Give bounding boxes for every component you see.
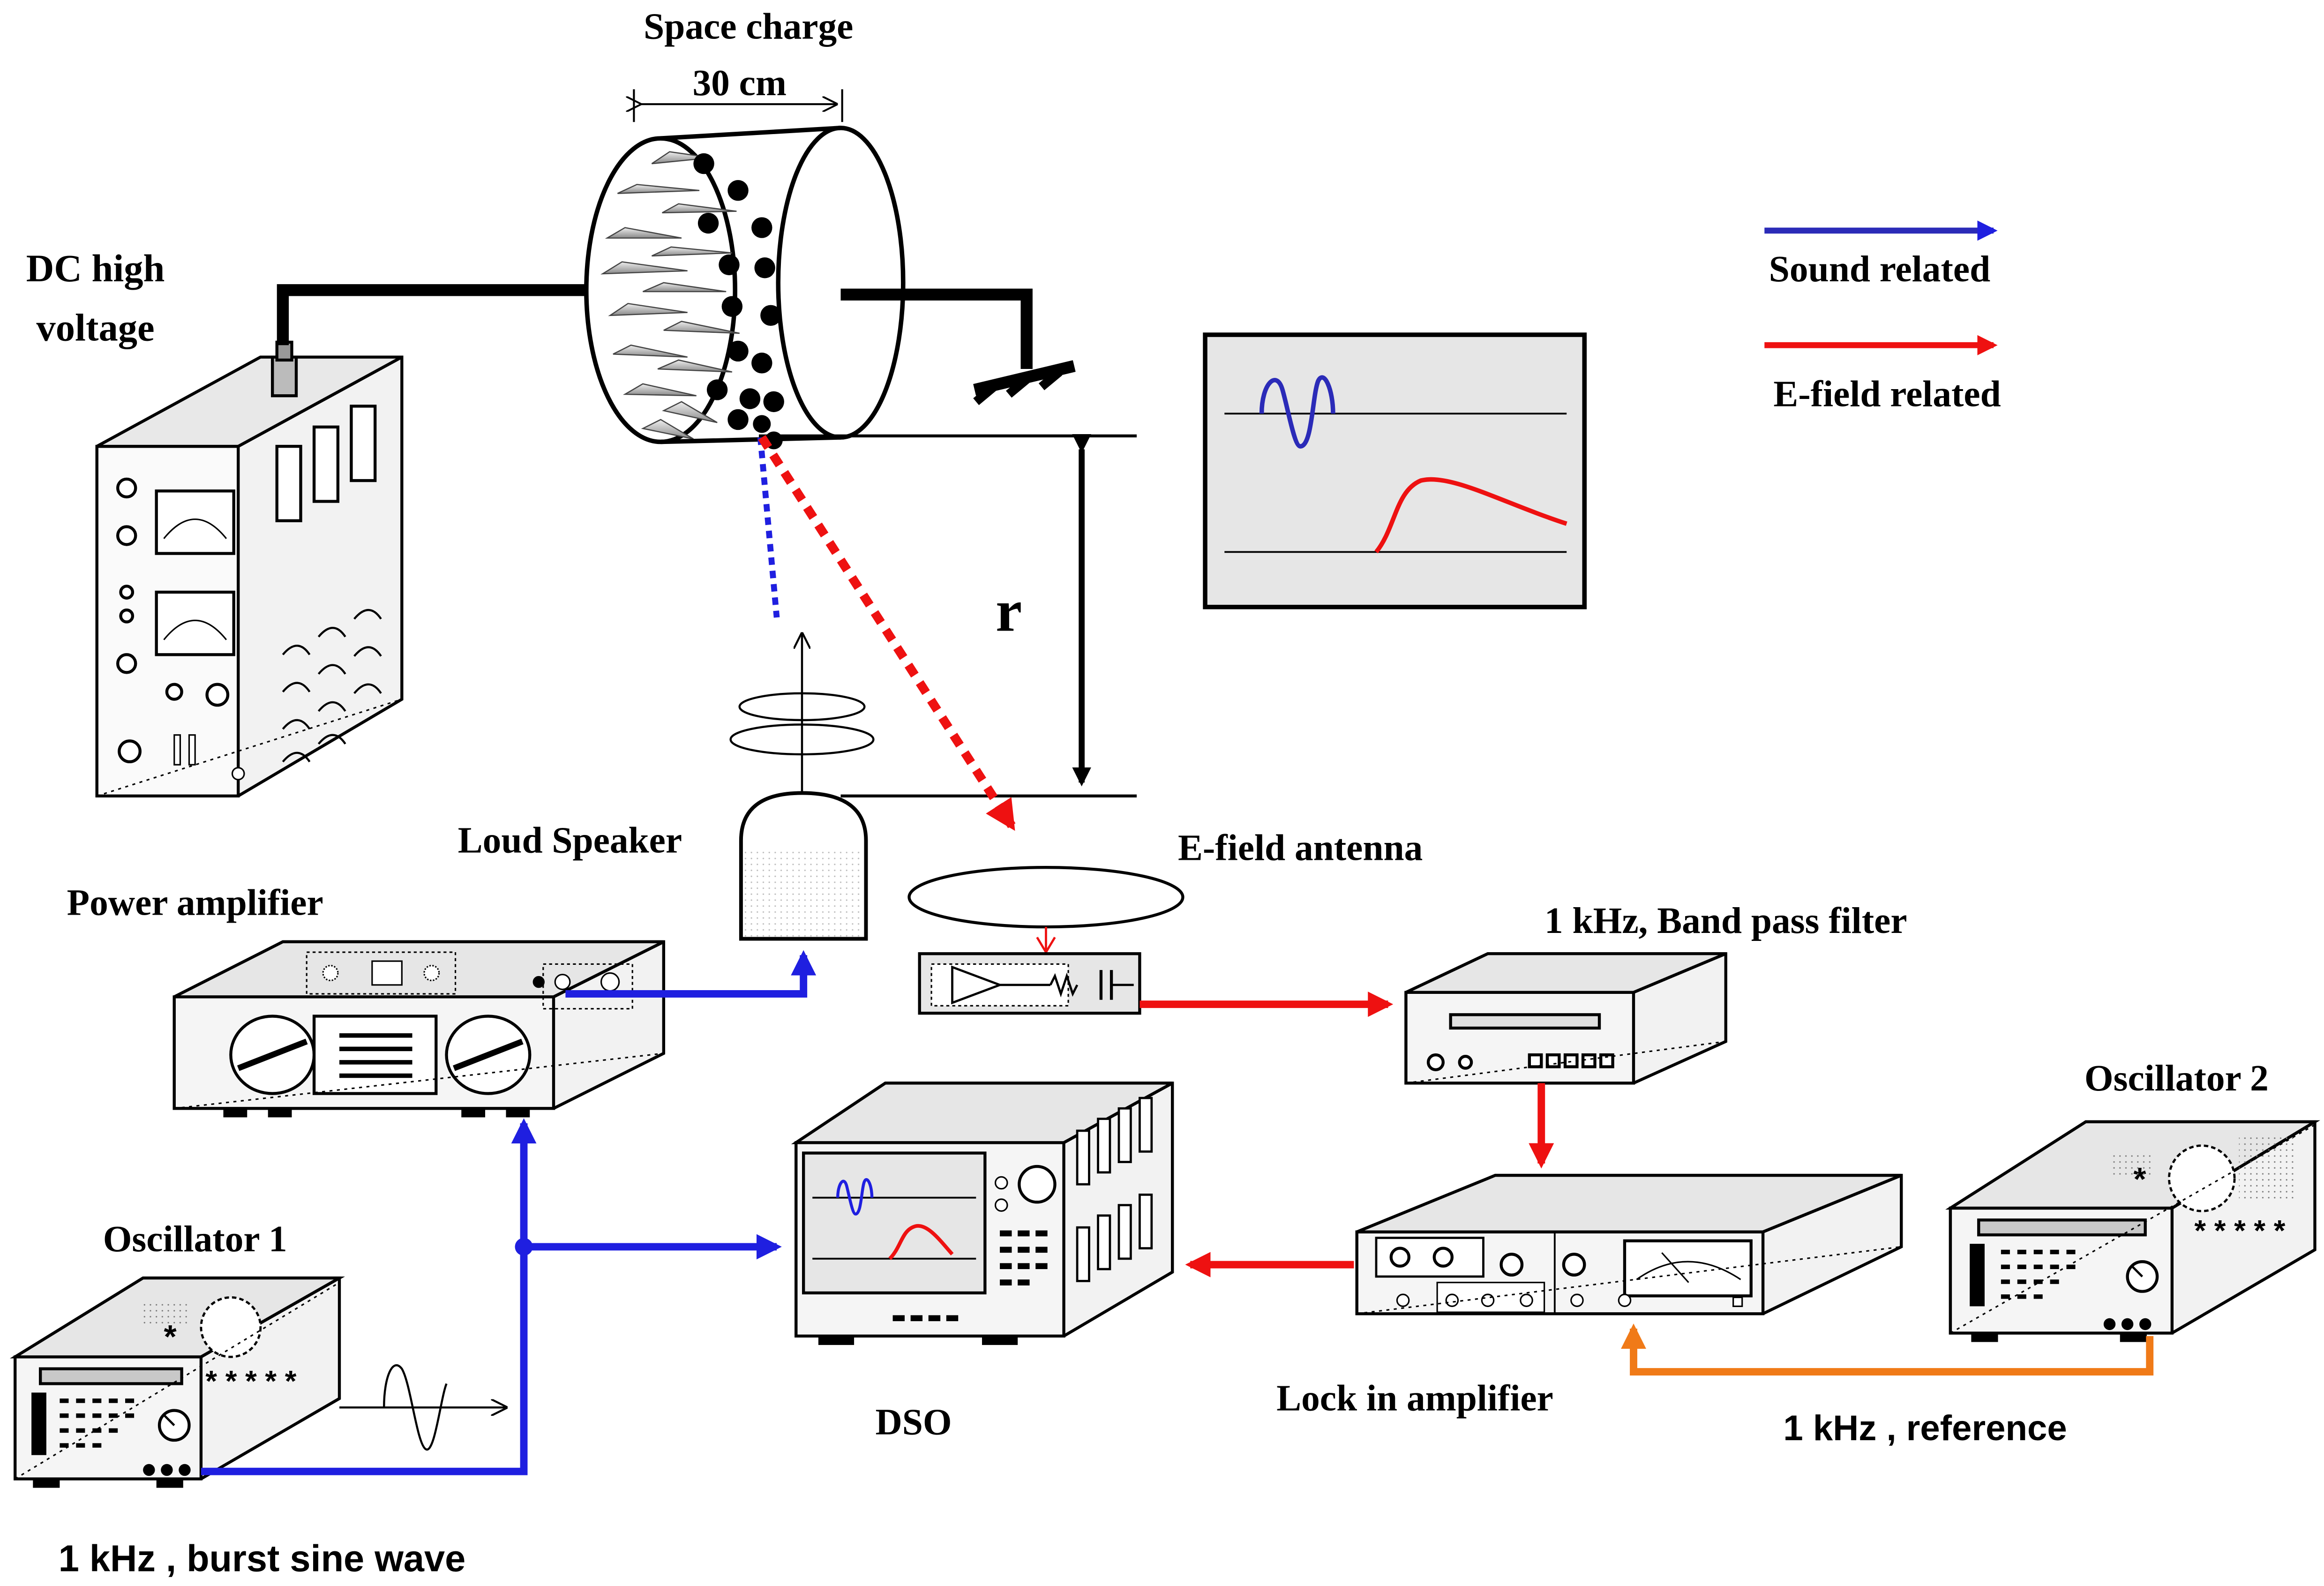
dc-label-line1: DC high xyxy=(26,247,165,290)
dso-label: DSO xyxy=(875,1401,952,1443)
sound-wave-icon xyxy=(729,634,875,796)
e-field-antenna-label: E-field antenna xyxy=(1178,827,1423,868)
e-field-antenna-icon xyxy=(907,866,1184,1015)
reference-label: 1 kHz , reference xyxy=(1783,1408,2067,1448)
width-dimension xyxy=(634,89,843,122)
corona-electrode-icon xyxy=(584,126,906,450)
legend-sound-label: Sound related xyxy=(1769,248,1990,290)
hv-cable xyxy=(277,284,633,346)
band-pass-filter-icon xyxy=(1404,952,1727,1085)
oscillator-1-icon: * * * * * * xyxy=(9,1276,345,1488)
loud-speaker-label: Loud Speaker xyxy=(458,819,682,861)
band-pass-filter-label: 1 kHz, Band pass filter xyxy=(1544,900,1907,941)
svg-text:*: * xyxy=(164,1318,177,1355)
oscillator-2-icon: * * * * * * xyxy=(1945,1120,2320,1342)
efield-waveform xyxy=(1374,477,1567,554)
oscilloscope-icon xyxy=(791,1082,1174,1345)
ground-icon xyxy=(840,288,1076,406)
distance-r-marker xyxy=(758,434,1137,798)
distance-r-label: r xyxy=(996,579,1022,644)
power-amplifier-label: Power amplifier xyxy=(67,882,323,924)
oscillator-1-label: Oscillator 1 xyxy=(103,1218,287,1260)
burst-sine-icon xyxy=(339,1364,506,1451)
loud-speaker-icon xyxy=(739,791,868,941)
wire-reference xyxy=(1621,1323,2154,1376)
power-amplifier-icon xyxy=(172,940,666,1118)
dc-high-voltage-supply-icon xyxy=(95,340,404,798)
dc-label-line2: voltage xyxy=(37,306,155,349)
svg-text:* * * * *: * * * * * xyxy=(205,1365,296,1398)
sound-path-dotted xyxy=(757,437,780,618)
wire-amp-to-speaker xyxy=(565,950,817,998)
burst-label: 1 kHz , burst sine wave xyxy=(59,1537,466,1579)
lock-in-amplifier-icon xyxy=(1355,1173,1903,1315)
legend: Sound related E-field related xyxy=(1764,220,2001,414)
lock-in-label: Lock in amplifier xyxy=(1276,1378,1553,1419)
space-charge-label: Space charge xyxy=(644,6,853,47)
oscillator-2-label: Oscillator 2 xyxy=(2084,1058,2269,1099)
svg-text:* * * * *: * * * * * xyxy=(2194,1215,2285,1248)
width-30cm-label: 30 cm xyxy=(692,62,786,104)
efield-path-dotted xyxy=(758,435,1016,831)
legend-efield-label: E-field related xyxy=(1773,373,2001,414)
sound-waveform xyxy=(1259,375,1335,449)
signal-screen xyxy=(1203,332,1587,609)
